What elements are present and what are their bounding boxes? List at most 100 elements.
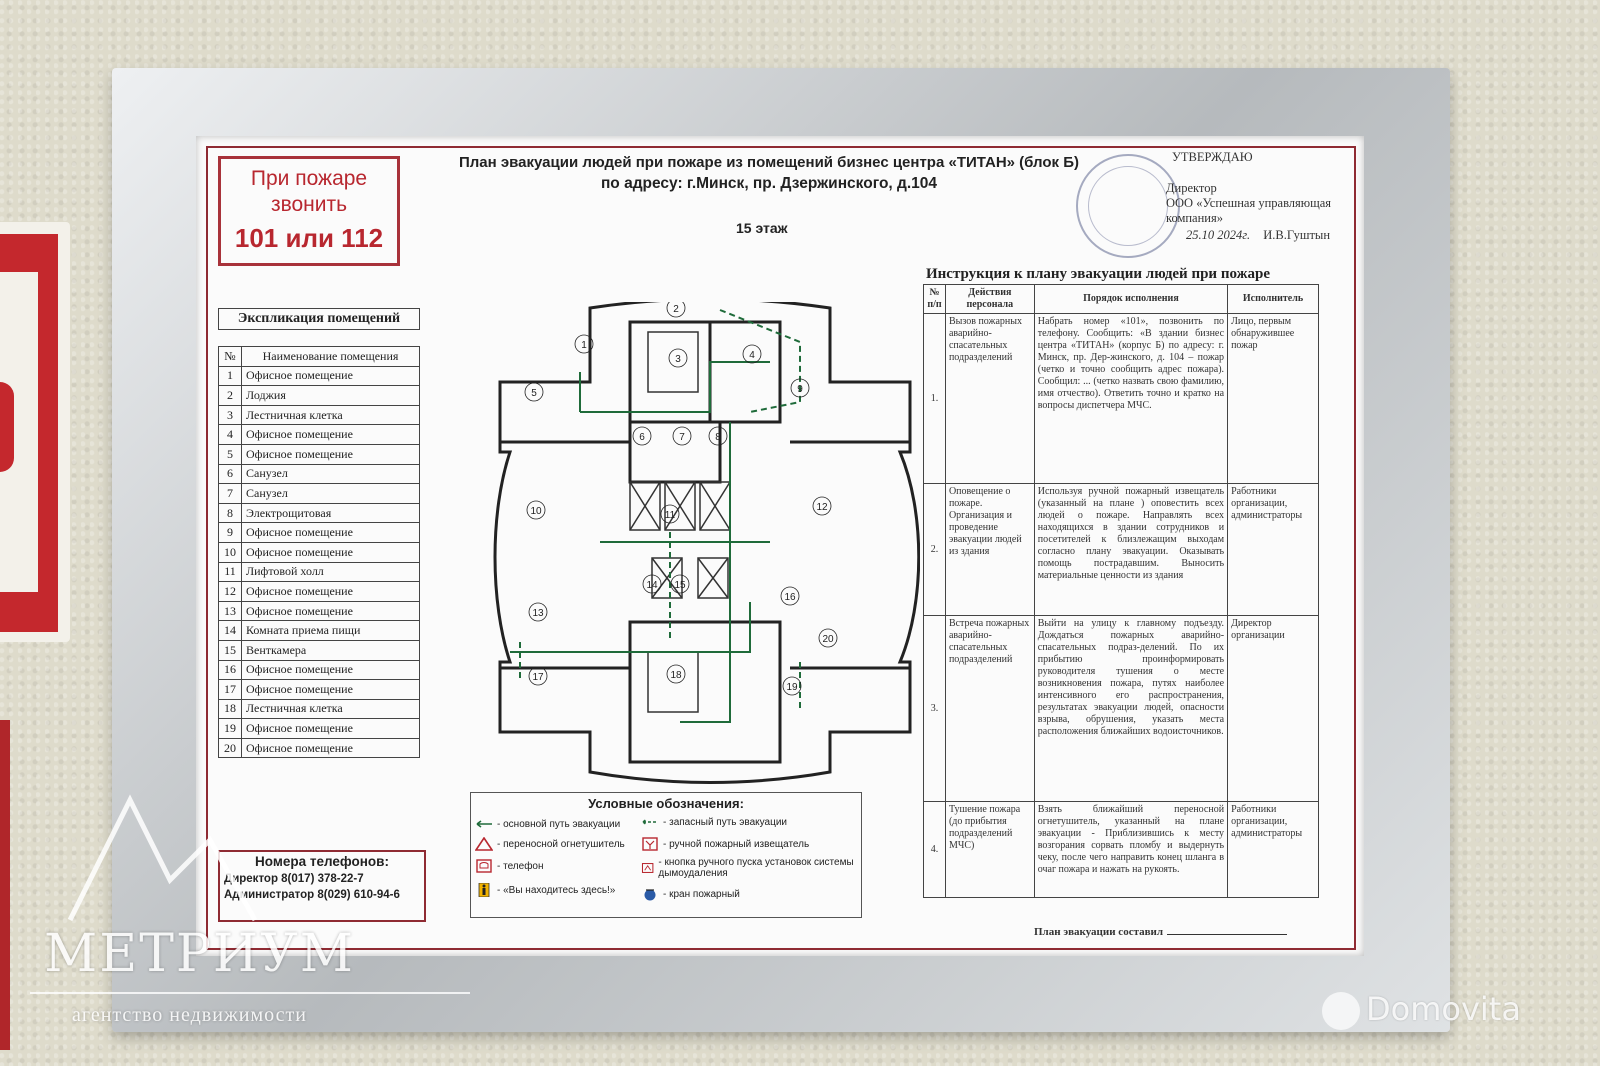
extinguisher-icon <box>475 837 493 851</box>
legend-title: Условные обозначения: <box>588 796 744 811</box>
main-route-arrow-icon <box>476 820 492 828</box>
legend-smoke-button-label: - кнопка ручного пуска установок системы… <box>658 857 854 879</box>
explication-room-name: Лестничная клетка <box>241 404 420 426</box>
plan-room-label: 19 <box>786 682 798 693</box>
instr-no: 2. <box>923 483 946 616</box>
phone-admin: Администратор 8(029) 610-94-6 <box>224 889 400 901</box>
plan-room-label: 4 <box>749 350 755 361</box>
explication-room-name: Офисное помещение <box>241 737 420 759</box>
approval-date: 25.10 2024г. <box>1186 228 1251 242</box>
explication-room-number: 11 <box>218 561 242 583</box>
legend-phone: - телефон <box>475 859 544 873</box>
explication-room-name: Лестничная клетка <box>241 698 420 720</box>
plan-room-label: 11 <box>665 510 676 521</box>
explication-room-name: Офисное помещение <box>241 581 420 602</box>
explication-room-number: 9 <box>218 522 242 543</box>
floor-label: 15 этаж <box>736 220 788 236</box>
legend-hydrant: - кран пожарный <box>641 887 740 901</box>
plan-room-label: 12 <box>816 502 828 513</box>
explication-room-number: 8 <box>218 502 242 524</box>
explication-room-number: 20 <box>218 737 242 759</box>
plan-room-label: 1 <box>581 340 587 351</box>
manual-alarm-icon <box>642 837 658 851</box>
instr-no: 4. <box>923 801 946 898</box>
approval-heading: УТВЕРЖДАЮ <box>1172 150 1253 164</box>
plan-room-label: 7 <box>679 432 685 443</box>
instr-executor: Директор организации <box>1227 615 1319 802</box>
legend-main-route: - основной путь эвакуации <box>475 817 620 831</box>
legend-manual-alarm: - ручной пожарный извещатель <box>641 837 809 851</box>
explication-room-number: 4 <box>218 424 242 445</box>
explication-room-number: 13 <box>218 600 242 622</box>
fire-call-line1: При пожаре <box>250 167 368 190</box>
explication-room-number: 5 <box>218 443 242 465</box>
phone-numbers-box: Номера телефонов: Директор 8(017) 378-22… <box>218 850 426 922</box>
explication-room-name: Офисное помещение <box>241 600 420 622</box>
official-stamp <box>1076 154 1180 258</box>
instr-no: 1. <box>923 313 946 484</box>
explication-room-number: 6 <box>218 463 242 485</box>
fire-call-numbers: 101 или 112 <box>234 223 384 253</box>
explication-room-name: Офисное помещение <box>241 541 420 563</box>
explication-room-number: 10 <box>218 541 242 563</box>
approval-name: И.В.Гуштын <box>1263 228 1331 242</box>
explication-room-number: 3 <box>218 404 242 426</box>
plan-title-line1: План эвакуации людей при пожаре из помещ… <box>458 154 1079 171</box>
explication-room-number: 18 <box>218 698 242 720</box>
explication-room-number: 1 <box>218 365 242 387</box>
legend-box: Условные обозначения: - основной путь эв… <box>470 792 862 918</box>
red-object-edge <box>0 720 10 1050</box>
plan-title: План эвакуации людей при пожаре из помещ… <box>424 152 1114 194</box>
phone-director: Директор 8(017) 378-22-7 <box>224 873 364 885</box>
explication-room-name: Санузел <box>241 483 420 504</box>
instr-order: Используя ручной пожарный извещатель (ук… <box>1033 483 1229 616</box>
legend-spare-route-label: - запасный путь эвакуации <box>663 816 787 828</box>
legend-you-are-here-label: - «Вы находитесь здесь!» <box>497 884 616 896</box>
phone-icon <box>476 859 492 873</box>
instruction-row: 3. Встреча пожарных аварийно-спасательны… <box>923 615 1319 802</box>
plan-room-label: 6 <box>639 432 645 443</box>
explication-col-no: № <box>218 346 242 367</box>
smoke-button-icon <box>641 863 654 873</box>
compiled-by-label: План эвакуации составил <box>1034 926 1164 938</box>
plan-room-label: 20 <box>822 634 834 645</box>
domovita-watermark: Domovita <box>1322 990 1521 1030</box>
legend-you-are-here: - «Вы находитесь здесь!» <box>475 883 615 897</box>
legend-manual-alarm-label: - ручной пожарный извещатель <box>663 838 810 850</box>
explication-room-name: Офисное помещение <box>241 365 420 387</box>
explication-room-name: Офисное помещение <box>241 659 420 681</box>
instr-order: Взять ближайший переносной огнетушитель,… <box>1033 801 1229 898</box>
plan-room-label: 14 <box>646 580 658 591</box>
instruction-row: 4. Тушение пожара (до прибытия подраздел… <box>923 801 1319 898</box>
explication-room-name: Офисное помещение <box>241 424 420 445</box>
instruction-title: Инструкция к плану эвакуации людей при п… <box>926 266 1270 282</box>
instr-action: Оповещение о пожаре. Организация и прове… <box>944 483 1035 616</box>
watermark-subtitle: агентство недвижимости <box>72 1004 307 1026</box>
legend-phone-label: - телефон <box>497 860 544 872</box>
you-are-here-icon <box>478 883 490 897</box>
explication-room-number: 15 <box>218 639 242 661</box>
spare-route-arrow-icon <box>642 818 658 826</box>
instr-order: Выйти на улицу к главному подъезду. Дожд… <box>1033 615 1229 802</box>
instr-col-order: Порядок исполнения <box>1033 284 1229 314</box>
explication-title: Экспликация помещений <box>218 308 420 330</box>
plan-room-label: 15 <box>674 580 686 591</box>
picture-frame: При пожаре звонить 101 или 112 План эвак… <box>112 68 1450 1032</box>
instr-executor: Лицо, первым обнаружившее пожар <box>1227 313 1319 484</box>
approval-line1: Директор <box>1166 181 1217 195</box>
